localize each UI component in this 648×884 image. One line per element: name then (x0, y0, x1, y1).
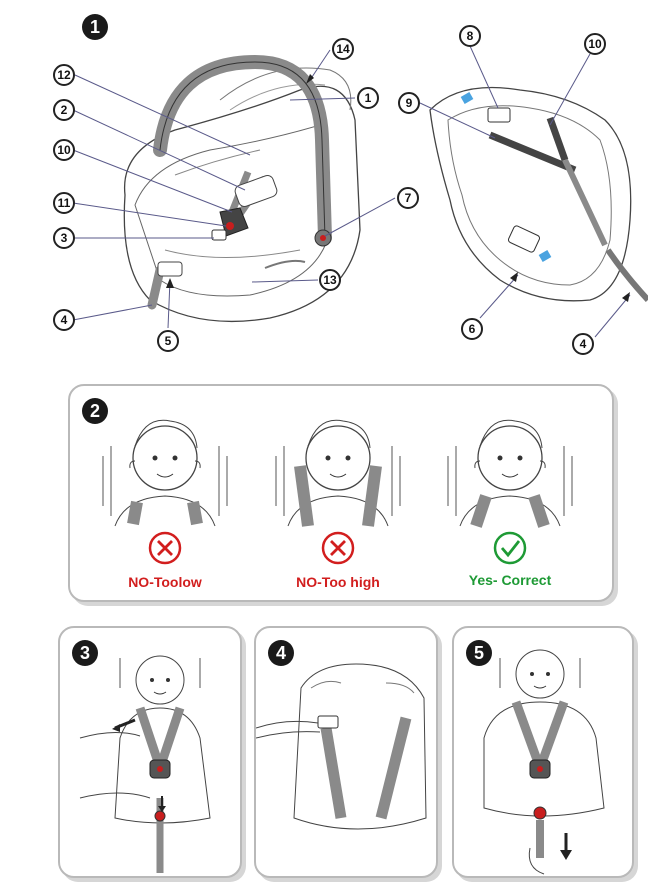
callout-5: 5 (157, 330, 179, 352)
callout-4-left: 4 (53, 309, 75, 331)
harness-height-panel: 2 (68, 384, 614, 602)
callout-8: 8 (459, 25, 481, 47)
callout-12: 12 (53, 64, 75, 86)
wrong-icon (148, 531, 182, 565)
step-3-illustration (79, 655, 211, 873)
step-4-panel: 4 (254, 626, 438, 878)
caption-too-high: NO-Too high (296, 574, 380, 590)
step-5-illustration (483, 649, 605, 875)
car-seat-side-illustration (72, 49, 396, 329)
callout-10-left: 10 (53, 139, 75, 161)
check-icon (493, 531, 527, 565)
car-seat-side-view (0, 0, 420, 360)
callout-6: 6 (461, 318, 483, 340)
baby-correct (447, 419, 573, 528)
callout-7: 7 (397, 187, 419, 209)
callout-14: 14 (332, 38, 354, 60)
caption-correct: Yes- Correct (468, 572, 552, 588)
harness-height-illustrations (102, 419, 573, 565)
car-seat-top-view (390, 0, 648, 360)
step-5-badge: 5 (466, 640, 492, 666)
callout-2: 2 (53, 99, 75, 121)
callout-10-right: 10 (584, 33, 606, 55)
baby-too-low (102, 419, 228, 527)
step-4-badge: 4 (268, 640, 294, 666)
step-3-panel: 3 (58, 626, 242, 878)
caption-too-low: NO-Toolow (128, 574, 202, 590)
step-4-illustration (256, 663, 427, 830)
car-seat-top-illustration (419, 45, 648, 338)
baby-too-high (275, 419, 401, 527)
step-5-panel: 5 (452, 626, 634, 878)
callout-4-right: 4 (572, 333, 594, 355)
step-3-badge: 3 (72, 640, 98, 666)
callout-1: 1 (357, 87, 379, 109)
wrong-icon (321, 531, 355, 565)
callout-11: 11 (53, 192, 75, 214)
callout-9: 9 (398, 92, 420, 114)
step-2-badge: 2 (82, 398, 108, 424)
step-1-badge: 1 (82, 14, 108, 40)
callout-3: 3 (53, 227, 75, 249)
callout-13: 13 (319, 269, 341, 291)
